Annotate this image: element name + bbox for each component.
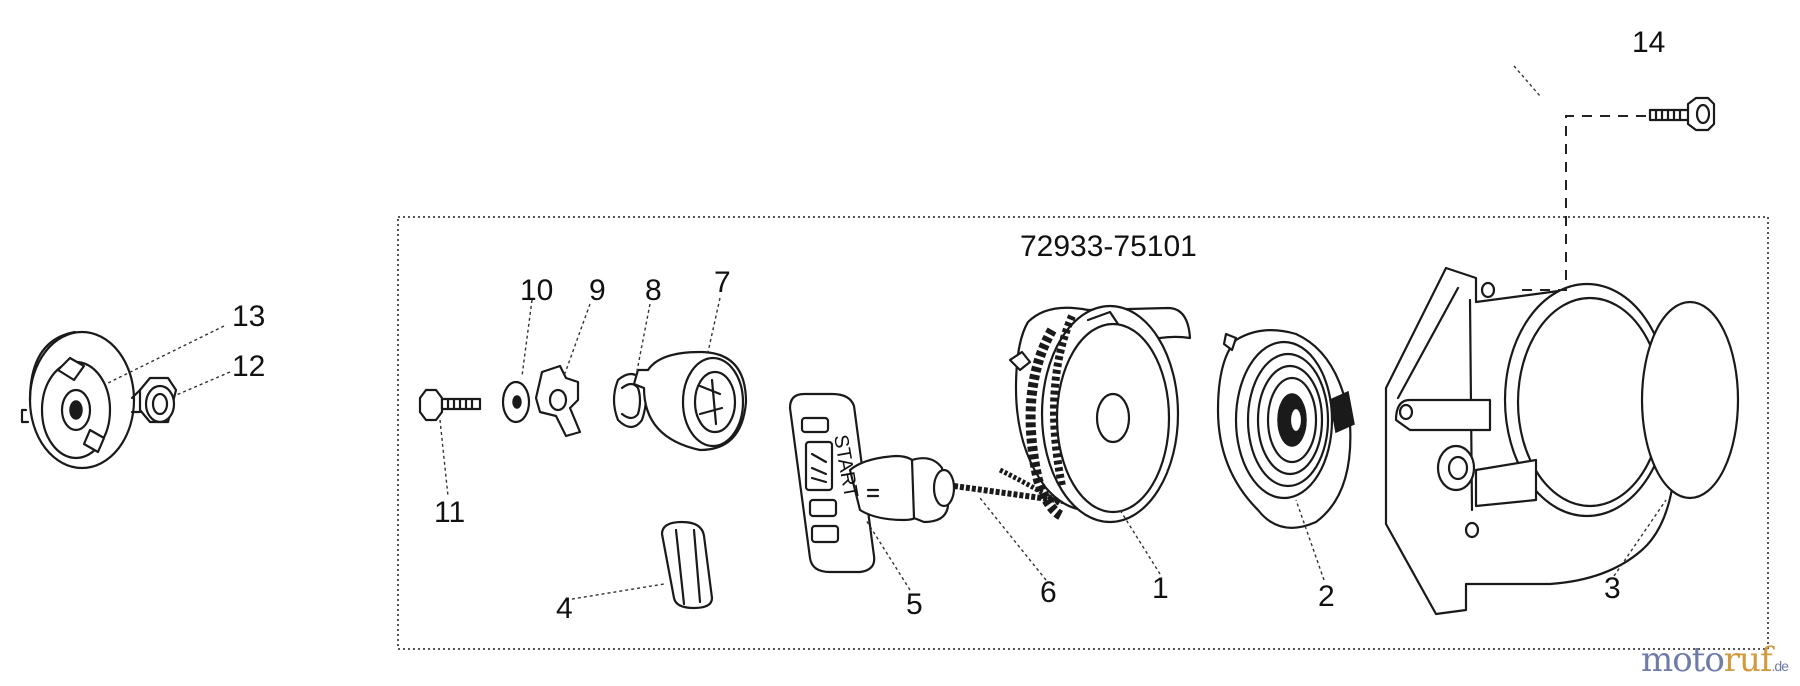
label-part-7: 7 bbox=[714, 266, 731, 299]
part-1-pulley bbox=[1008, 304, 1192, 524]
label-part-13: 13 bbox=[232, 300, 265, 333]
part-8-spring-clip bbox=[612, 372, 648, 429]
part-5-handle: START bbox=[788, 392, 956, 574]
label-part-12: 12 bbox=[232, 350, 265, 383]
part-12-nut bbox=[130, 376, 178, 424]
part-11-bolt bbox=[418, 388, 482, 422]
label-part-11: 11 bbox=[434, 496, 465, 529]
part-3-gasket bbox=[1640, 300, 1740, 500]
part-2-recoil-spring bbox=[1216, 329, 1355, 529]
part-13-hub bbox=[20, 330, 136, 470]
part-14-screw bbox=[1648, 96, 1716, 132]
label-part-1: 1 bbox=[1152, 572, 1169, 605]
part-9-pawl bbox=[534, 364, 582, 438]
watermark-logo: motoruf.de bbox=[1640, 640, 1789, 680]
leader-lines bbox=[105, 65, 1667, 601]
assembly-part-number: 72933-75101 bbox=[1020, 230, 1197, 263]
label-part-6: 6 bbox=[1040, 576, 1057, 609]
label-part-9: 9 bbox=[589, 274, 606, 307]
label-part-4: 4 bbox=[556, 592, 573, 625]
part-10-washer bbox=[501, 380, 531, 424]
assembly-boundary bbox=[397, 216, 1769, 650]
part-4-pin bbox=[660, 520, 714, 610]
label-part-8: 8 bbox=[645, 274, 662, 307]
label-part-3: 3 bbox=[1604, 572, 1621, 605]
label-part-5: 5 bbox=[906, 588, 923, 621]
part-labels: 14 13 12 10 9 8 7 11 4 5 6 1 2 3 bbox=[232, 26, 1665, 625]
part-7-drum bbox=[632, 350, 748, 452]
label-part-14: 14 bbox=[1632, 26, 1665, 59]
label-part-10: 10 bbox=[520, 274, 553, 307]
housing-case bbox=[1384, 266, 1678, 616]
label-part-2: 2 bbox=[1318, 580, 1335, 613]
